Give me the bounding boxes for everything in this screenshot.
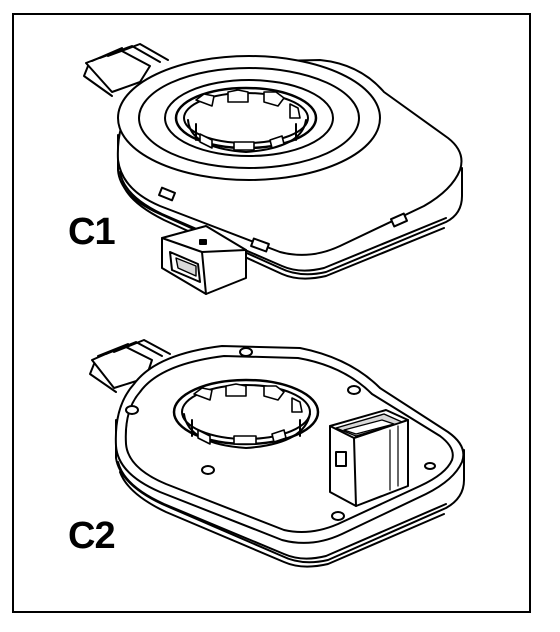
c2-bore-teeth	[193, 383, 303, 445]
callout-label-c1: C1	[68, 211, 116, 253]
c1-wire-harness	[83, 43, 169, 97]
c2-wire-harness	[89, 339, 171, 393]
c1-clip-slot-left	[158, 186, 176, 202]
callout-label-c2: C2	[68, 515, 116, 557]
c2-connector	[329, 409, 409, 507]
c2-mounting-holes	[125, 347, 436, 521]
c1-bore-teeth	[195, 89, 301, 151]
clockspring-c2	[89, 339, 465, 568]
c1-clip-slot-right	[389, 212, 409, 228]
c1-connector	[161, 225, 247, 295]
clockspring-c1	[83, 43, 463, 295]
c1-clip-slot-mid	[250, 237, 270, 253]
